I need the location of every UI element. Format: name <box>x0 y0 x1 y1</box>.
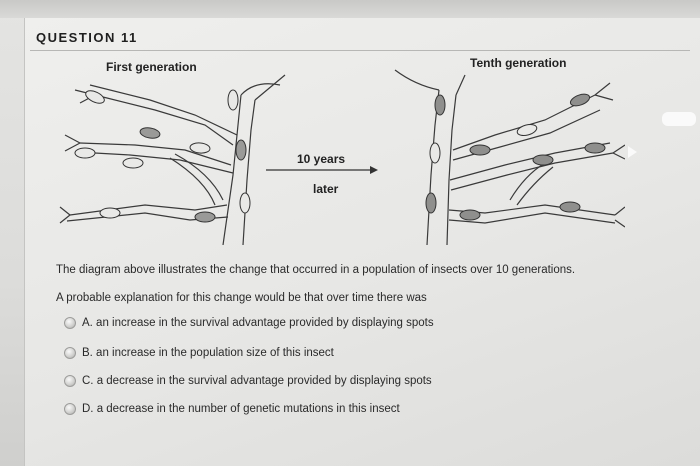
arrow-label-bottom: later <box>313 182 339 196</box>
divider <box>30 50 690 51</box>
question-prompt: A probable explanation for this change w… <box>56 292 427 304</box>
screen-glare <box>662 112 696 126</box>
choice-b[interactable]: B. an increase in the population size of… <box>64 343 334 363</box>
insect-diagram <box>59 69 625 245</box>
radio-button-icon[interactable] <box>64 375 76 387</box>
arrow-label-top: 10 years <box>297 152 346 166</box>
choice-a[interactable]: A. an increase in the survival advantage… <box>64 313 434 333</box>
radio-button-icon[interactable] <box>64 347 76 359</box>
choice-c[interactable]: C. a decrease in the survival advantage … <box>64 371 432 391</box>
monitor-bezel <box>0 0 700 18</box>
question-stem: The diagram above illustrates the change… <box>56 264 576 276</box>
choice-d[interactable]: D. a decrease in the number of genetic m… <box>64 399 400 419</box>
radio-button-icon[interactable] <box>64 403 76 415</box>
question-panel <box>24 18 700 466</box>
right-arrow-icon <box>266 166 378 174</box>
first-generation-label: First generation <box>106 60 197 74</box>
question-title: QUESTION 11 <box>36 30 138 45</box>
pointer-icon <box>628 146 637 158</box>
radio-button-icon[interactable] <box>64 317 76 329</box>
tenth-generation-label: Tenth generation <box>470 56 567 70</box>
choice-d-label: D. a decrease in the number of genetic m… <box>82 403 400 415</box>
choice-b-label: B. an increase in the population size of… <box>82 347 334 359</box>
choice-a-label: A. an increase in the survival advantage… <box>82 317 434 329</box>
choice-c-label: C. a decrease in the survival advantage … <box>82 375 432 387</box>
